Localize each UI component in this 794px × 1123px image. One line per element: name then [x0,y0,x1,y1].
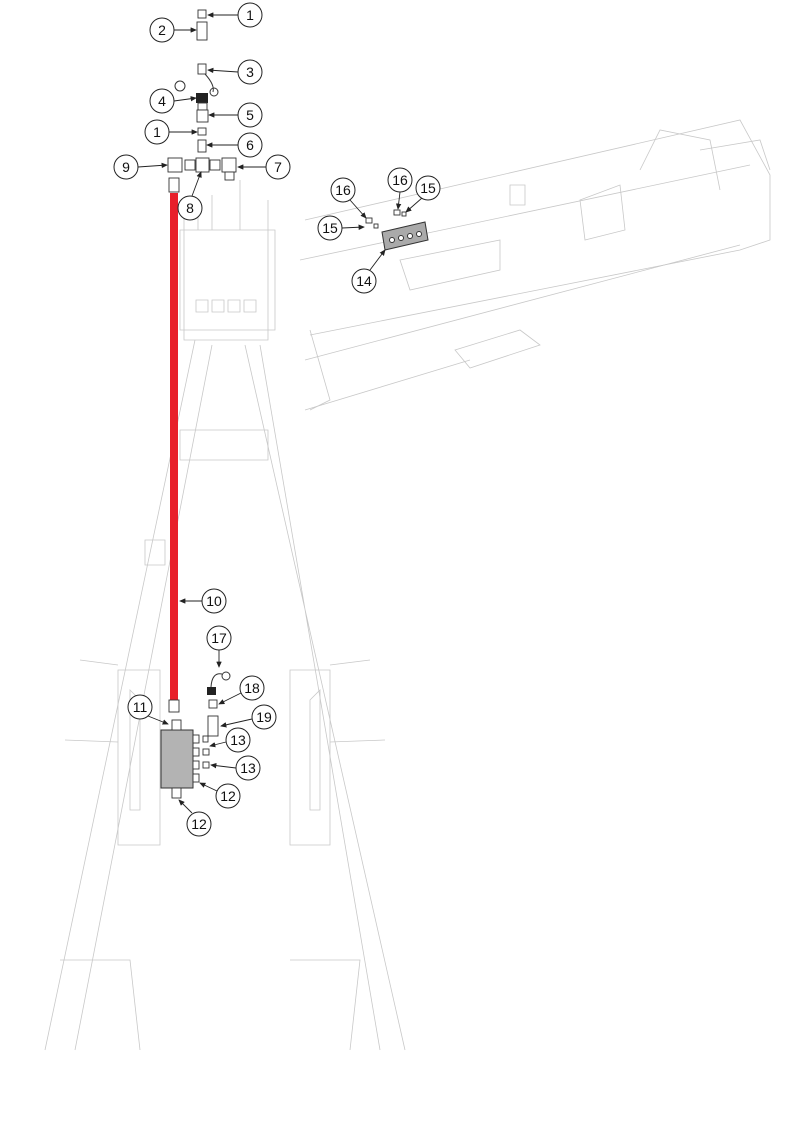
callout-7: 7 [265,154,291,180]
svg-text:7: 7 [274,159,282,175]
hose [170,193,178,700]
callout-1-lower: 1 [144,119,170,145]
callout-10: 10 [201,588,227,614]
callout-18: 18 [239,675,265,701]
svg-text:12: 12 [220,788,236,804]
callout-6: 6 [237,132,263,158]
callout-3: 3 [237,59,263,85]
main-frame-outline [44,180,406,1051]
svg-text:11: 11 [133,699,148,715]
svg-text:10: 10 [206,593,222,609]
svg-text:1: 1 [153,124,161,140]
callout-8: 8 [177,195,203,221]
leader-lines [137,12,423,814]
callout-15-right: 15 [415,175,441,201]
callout-13-lower: 13 [235,755,261,781]
svg-text:15: 15 [322,220,338,236]
callout-2: 2 [149,17,175,43]
callout-12-right: 12 [215,783,241,809]
callout-13-upper: 13 [225,727,251,753]
hose-fitting-top [168,177,180,193]
svg-text:18: 18 [244,680,260,696]
callout-15-left: 15 [317,215,343,241]
callout-4: 4 [149,88,175,114]
callout-1-top: 1 [237,2,263,28]
svg-text:16: 16 [392,172,408,188]
svg-text:9: 9 [122,159,130,175]
svg-text:19: 19 [256,709,272,725]
svg-text:13: 13 [240,760,256,776]
svg-text:17: 17 [211,630,227,646]
callout-14: 14 [351,268,377,294]
callout-17: 17 [206,625,232,651]
svg-text:14: 14 [356,273,372,289]
svg-text:4: 4 [158,93,166,109]
callout-16-right: 16 [387,167,413,193]
callout-9: 9 [113,154,139,180]
svg-text:5: 5 [246,107,254,123]
callout-16-left: 16 [330,177,356,203]
callout-5: 5 [237,102,263,128]
boom-frame-outline [299,119,771,411]
hose-fitting-bottom [168,699,180,713]
svg-text:2: 2 [158,22,166,38]
callout-19: 19 [251,704,277,730]
svg-text:6: 6 [246,137,254,153]
boom-manifold [365,209,429,251]
svg-text:15: 15 [420,180,436,196]
svg-text:8: 8 [186,200,194,216]
svg-text:1: 1 [246,7,254,23]
svg-text:13: 13 [230,732,246,748]
svg-text:3: 3 [246,64,254,80]
svg-text:12: 12 [191,816,207,832]
callout-11: 11 [127,694,153,720]
top-fitting-assembly [167,9,237,181]
callout-12-bottom: 12 [186,811,212,837]
svg-text:16: 16 [335,182,351,198]
bottom-manifold [160,671,231,799]
